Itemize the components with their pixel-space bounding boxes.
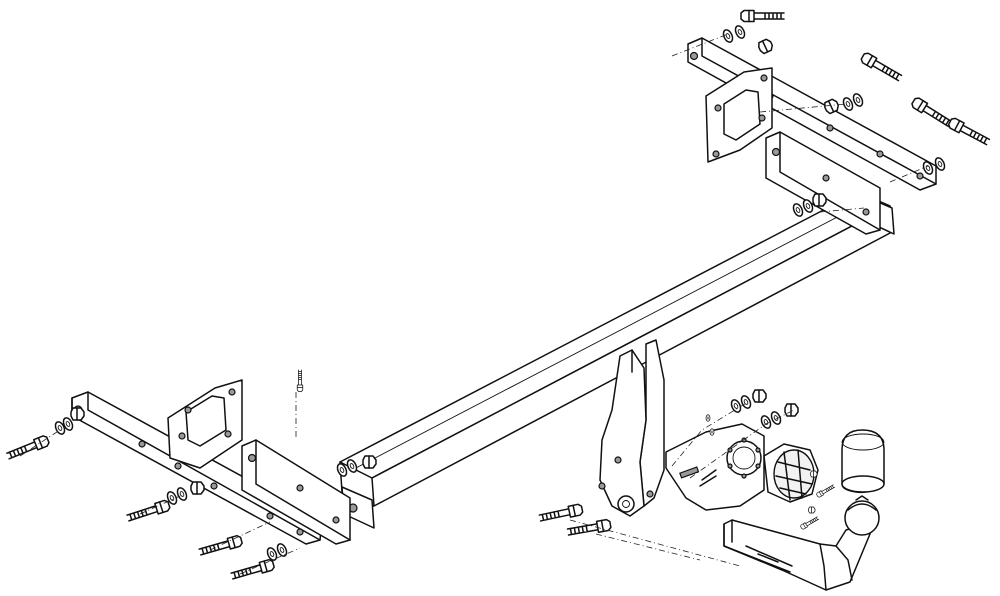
hardware-bolts xyxy=(5,9,992,583)
right-mount-plate xyxy=(705,67,773,163)
tow-bracket-plates xyxy=(598,339,665,517)
right-inner-strap xyxy=(765,131,881,235)
tow-ball-neck xyxy=(723,495,880,591)
left-inner-strap xyxy=(241,439,351,545)
ball-cover-cap xyxy=(841,429,885,494)
left-mount-plate xyxy=(167,379,243,469)
assembly-center-lines xyxy=(19,33,929,575)
electrical-socket xyxy=(763,443,819,503)
socket-plate xyxy=(665,423,765,511)
